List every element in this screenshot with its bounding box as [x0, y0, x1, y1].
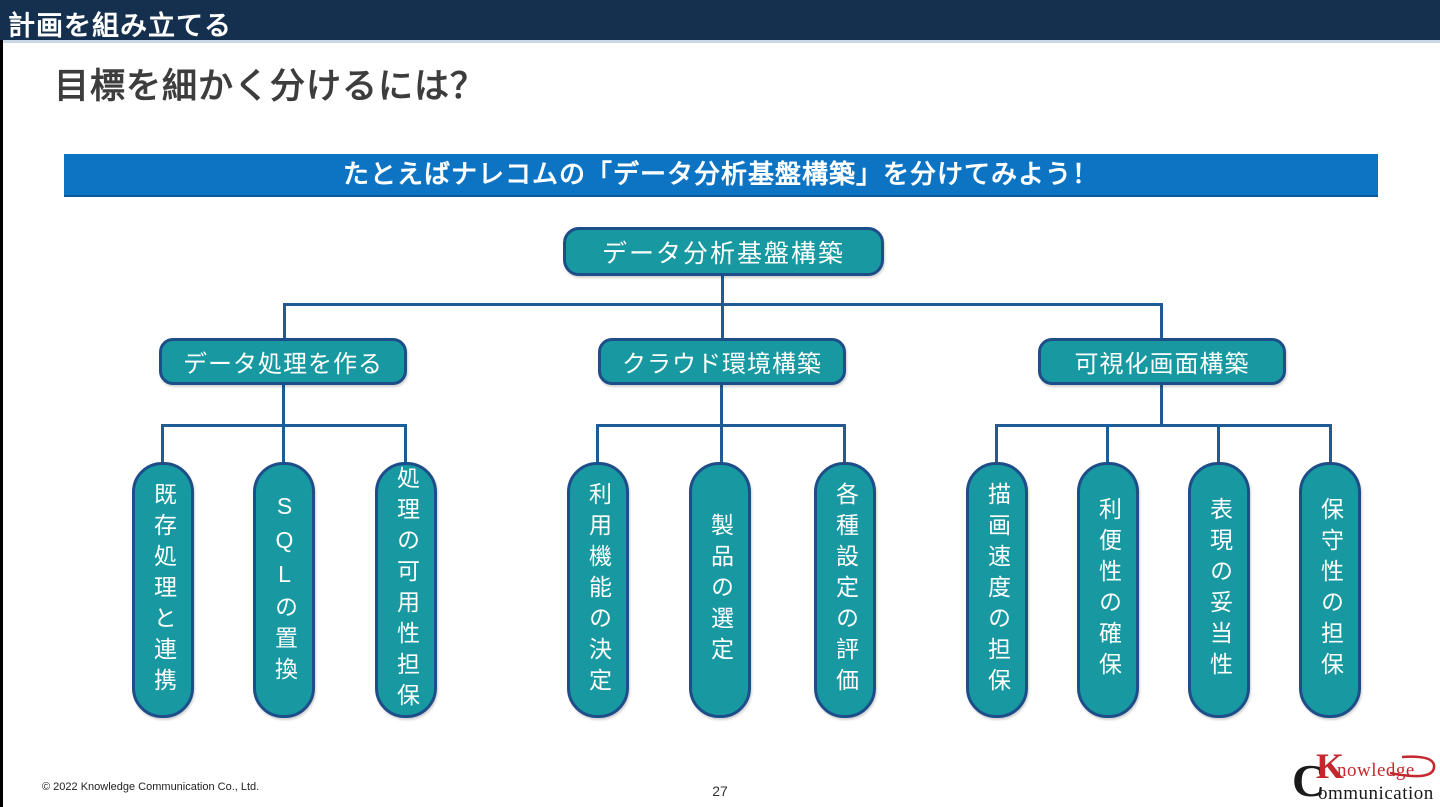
leaf-label: SQLの置換: [271, 492, 298, 688]
tree-leaf-node: 製品の選定: [689, 462, 751, 718]
logo-word-communication: ommunication: [1318, 783, 1434, 804]
tree-branch-node: クラウド環境構築: [598, 338, 846, 385]
page-title: 目標を細かく分けるには？: [54, 67, 487, 106]
connector-line: [283, 303, 286, 338]
tree-leaf-node: 表現の妥当性: [1188, 462, 1250, 718]
logo-swoosh-icon: [1389, 755, 1436, 778]
leaf-label: 処理の可用性担保: [393, 466, 420, 714]
logo-letter-k: K: [1316, 746, 1345, 786]
page-number: 27: [712, 783, 728, 799]
left-edge-border: [0, 40, 3, 807]
copyright-text: © 2022 Knowledge Communication Co., Ltd.: [42, 781, 260, 793]
leaf-label: 保守性の担保: [1317, 497, 1344, 683]
tree-leaf-node: 処理の可用性担保: [375, 462, 437, 718]
connector-line: [720, 385, 723, 424]
tree-branch-node: データ処理を作る: [159, 338, 407, 385]
tree-leaf-node: 各種設定の評価: [814, 462, 876, 718]
connector-line: [161, 424, 164, 462]
leaf-label: 利用機能の決定: [585, 481, 612, 699]
connector-line: [721, 303, 724, 338]
connector-line: [1106, 424, 1109, 462]
connector-line: [1160, 385, 1163, 424]
connector-line: [1329, 424, 1332, 462]
slide-header-bar: 計画を組み立てる: [0, 0, 1440, 41]
logo-letter-c: C: [1292, 755, 1326, 806]
connector-line: [995, 424, 998, 462]
connector-line: [282, 385, 285, 424]
tree-leaf-node: 保守性の担保: [1299, 462, 1361, 718]
connector-line: [1217, 424, 1220, 462]
leaf-label: 描画速度の担保: [984, 481, 1011, 699]
tree-leaf-node: 利用機能の決定: [567, 462, 629, 718]
connector-line: [1160, 303, 1163, 338]
connector-line: [720, 424, 723, 462]
tree-leaf-node: SQLの置換: [253, 462, 315, 718]
example-banner: たとえばナレコムの「データ分析基盤構築」を分けてみよう！: [64, 154, 1378, 197]
leaf-label: 利便性の確保: [1095, 497, 1122, 683]
tree-leaf-node: 利便性の確保: [1077, 462, 1139, 718]
knowledge-communication-logo: C K nowledge ommunication: [1290, 748, 1440, 806]
leaf-label: 既存処理と連携: [150, 481, 177, 699]
connector-line: [596, 424, 599, 462]
connector-line: [282, 424, 285, 462]
slide-header-title: 計画を組み立てる: [8, 11, 232, 41]
connector-line: [995, 424, 1332, 427]
connector-line: [721, 276, 724, 304]
tree-leaf-node: 描画速度の担保: [966, 462, 1028, 718]
leaf-label: 表現の妥当性: [1206, 497, 1233, 683]
leaf-label: 各種設定の評価: [832, 481, 859, 699]
tree-root-node: データ分析基盤構築: [563, 227, 884, 276]
tree-leaf-node: 既存処理と連携: [132, 462, 194, 718]
connector-line: [843, 424, 846, 462]
connector-line: [404, 424, 407, 462]
header-divider: [0, 40, 1440, 43]
leaf-label: 製品の選定: [707, 512, 734, 668]
logo-word-knowledge: nowledge: [1337, 760, 1415, 781]
tree-branch-node: 可視化画面構築: [1038, 338, 1286, 385]
